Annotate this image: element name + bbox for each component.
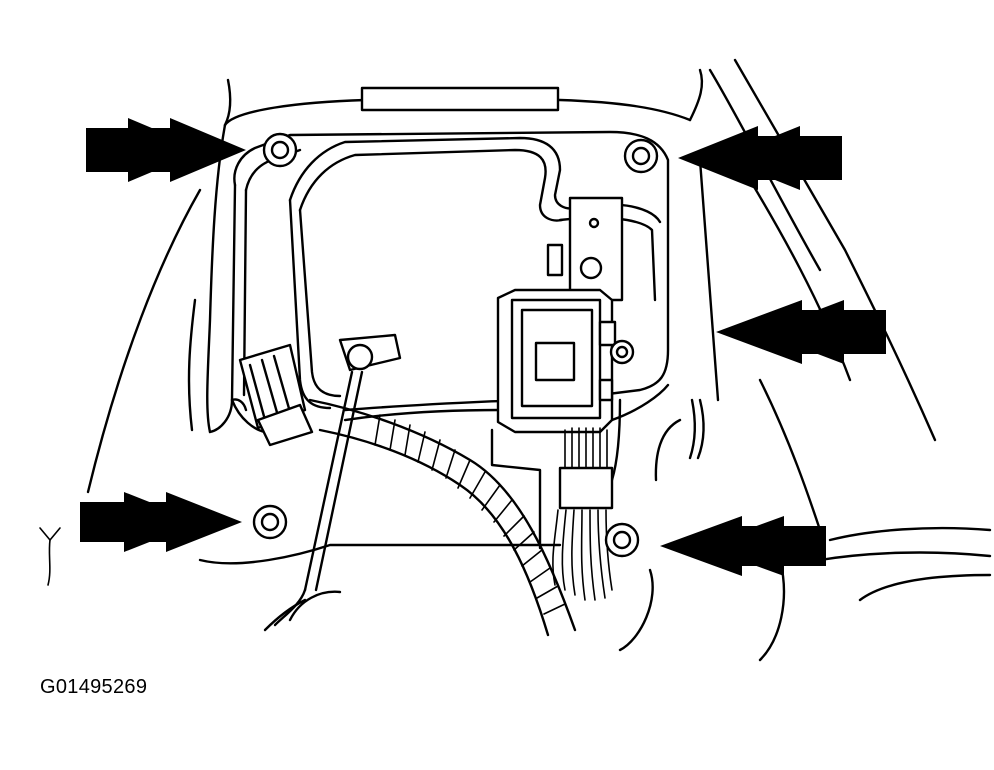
housing-outline [39, 58, 992, 662]
bolt-top-right [623, 138, 659, 174]
connector-plug [238, 343, 314, 447]
arrow-icon [660, 516, 826, 576]
control-module [496, 288, 617, 434]
bolt-top-left [262, 132, 298, 168]
bolt-bottom-left [252, 504, 288, 540]
arrow-icon [678, 126, 842, 190]
arrow-icon [716, 300, 886, 364]
bolt-bottom-right [604, 522, 640, 558]
arrow-icon [80, 492, 242, 552]
bracket-top-tab [360, 86, 560, 112]
figure-id-label: G01495269 [40, 676, 148, 698]
arrow-icon [86, 118, 246, 182]
wire-harness [552, 427, 614, 601]
vertical-strip-bracket [546, 196, 624, 302]
wrapped-harness [308, 398, 577, 637]
cable-and-grommet [273, 333, 402, 627]
bolt-module [609, 339, 635, 365]
inner-frame [288, 136, 662, 410]
